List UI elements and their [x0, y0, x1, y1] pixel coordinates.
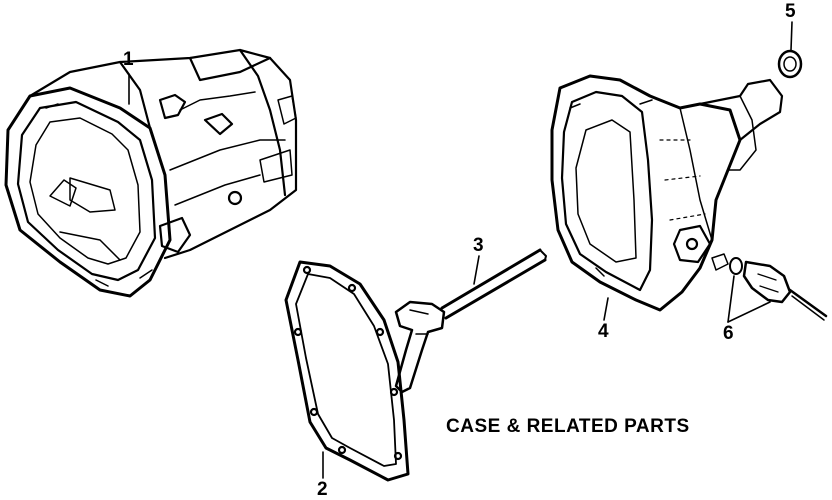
speedometer-sensor [729, 257, 828, 321]
leader-lines [128, 21, 793, 479]
leader-6b [727, 301, 771, 323]
leader-4 [603, 297, 609, 321]
seal [777, 49, 803, 79]
diagram-caption: CASE & RELATED PARTS [446, 416, 690, 437]
callout-4: 4 [598, 321, 609, 342]
shift-fork-rod [394, 248, 547, 394]
leader-6a [727, 275, 735, 323]
gasket [284, 260, 410, 482]
callout-1: 1 [123, 49, 134, 70]
extension-housing [550, 74, 784, 312]
callout-5: 5 [785, 1, 796, 22]
leader-3 [473, 255, 480, 285]
callout-3: 3 [473, 235, 484, 256]
leader-5 [790, 21, 793, 51]
callout-6: 6 [723, 323, 734, 344]
transmission-assembly [4, 48, 298, 298]
callout-2: 2 [317, 479, 328, 500]
